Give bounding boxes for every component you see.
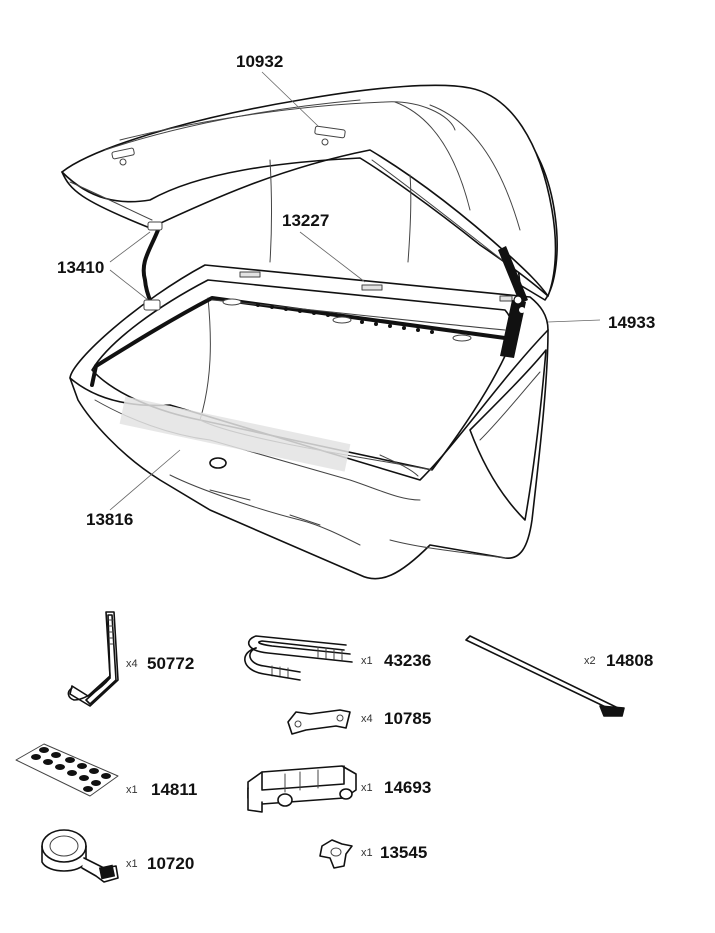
lashing-holes bbox=[256, 303, 434, 334]
part-number-10720: 10720 bbox=[147, 854, 194, 873]
part-10785-bracket bbox=[287, 709, 351, 735]
part-number-13545: 13545 bbox=[380, 843, 427, 862]
part-number-14808: 14808 bbox=[606, 651, 653, 670]
box-lid-rim bbox=[61, 149, 549, 297]
label-14933: 14933 bbox=[608, 313, 655, 332]
part-13545-knob bbox=[319, 839, 353, 869]
qty-14811: x1 bbox=[126, 784, 138, 796]
right-lid-stay bbox=[498, 246, 528, 358]
box-body-outer bbox=[69, 264, 549, 580]
part-number-14811: 14811 bbox=[151, 780, 197, 799]
qty-10785: x4 bbox=[361, 713, 373, 725]
label-13816: 13816 bbox=[86, 510, 133, 529]
qty-13545: x1 bbox=[361, 847, 373, 859]
left-lid-stay bbox=[141, 221, 163, 311]
part-50772-j-bolt bbox=[67, 611, 119, 707]
part-10720-strap-roll bbox=[41, 829, 119, 883]
label-13410: 13410 bbox=[57, 258, 104, 277]
part-number-10785: 10785 bbox=[384, 709, 431, 728]
part-43236-u-bolt bbox=[244, 635, 353, 681]
qty-14808: x2 bbox=[584, 655, 596, 667]
part-number-14693: 14693 bbox=[384, 778, 431, 797]
label-10932: 10932 bbox=[236, 52, 283, 71]
qty-50772: x4 bbox=[126, 658, 138, 670]
part-number-43236: 43236 bbox=[384, 651, 431, 670]
part-14808-strip bbox=[465, 635, 625, 717]
lid-strap bbox=[90, 296, 507, 387]
part-number-50772: 50772 bbox=[147, 654, 194, 673]
part-14693-lock-housing bbox=[247, 765, 357, 813]
part-14811-sticker-sheet bbox=[15, 743, 119, 797]
roof-box-illustration bbox=[61, 71, 601, 580]
qty-10720: x1 bbox=[126, 858, 138, 870]
label-13227: 13227 bbox=[282, 211, 329, 230]
qty-43236: x1 bbox=[361, 655, 373, 667]
qty-14693: x1 bbox=[361, 782, 373, 794]
box-lid-outer bbox=[61, 84, 557, 297]
